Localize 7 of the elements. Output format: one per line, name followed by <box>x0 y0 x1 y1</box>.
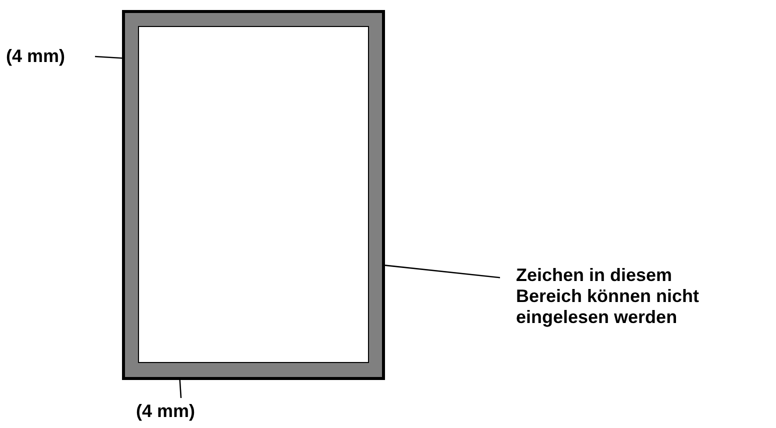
leader-line <box>384 264 500 278</box>
page-frame <box>122 10 385 380</box>
leader-line <box>94 56 122 59</box>
leader-line <box>179 380 182 398</box>
dimension-label: (4 mm) <box>136 401 226 422</box>
dimension-label: (4 mm) <box>6 46 91 67</box>
callout-text: Zeichen in diesem Bereich können nicht eingelesen werden <box>516 265 731 328</box>
